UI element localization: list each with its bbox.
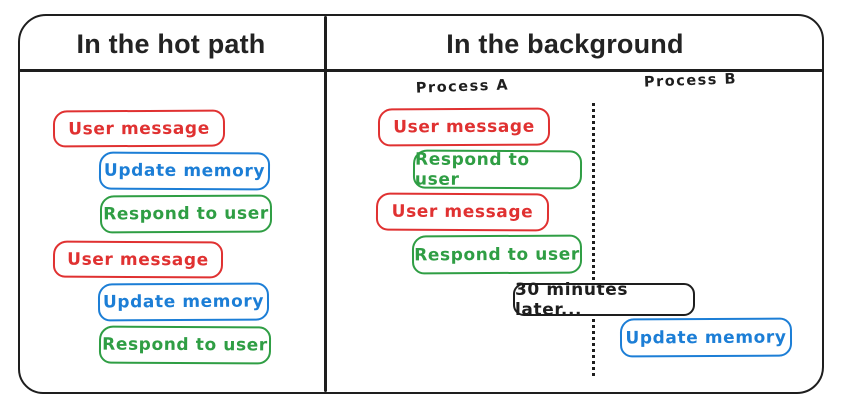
background-title: In the background xyxy=(446,29,684,59)
node-respond-to-user: Respond to user xyxy=(411,234,583,275)
node-user-message: User message xyxy=(52,240,224,279)
node-update-memory: Update memory xyxy=(97,282,270,322)
header-separator xyxy=(19,69,823,72)
node-user-message: User message xyxy=(377,107,551,147)
node-user-message: User message xyxy=(375,192,550,232)
node-update-memory: Update memory xyxy=(98,151,271,191)
node-update-memory: Update memory xyxy=(619,317,793,358)
panel-divider xyxy=(324,16,327,392)
node-respond-to-user: Respond to user xyxy=(99,194,273,234)
hot-path-title: In the hot path xyxy=(76,29,266,59)
node-timer-30-minutes-later: 30 minutes later... xyxy=(513,280,695,320)
node-respond-to-user: Respond to user xyxy=(412,149,583,190)
node-user-message: User message xyxy=(52,109,226,148)
process-boundary-dotted-line xyxy=(592,103,595,376)
node-respond-to-user: Respond to user xyxy=(98,325,272,365)
